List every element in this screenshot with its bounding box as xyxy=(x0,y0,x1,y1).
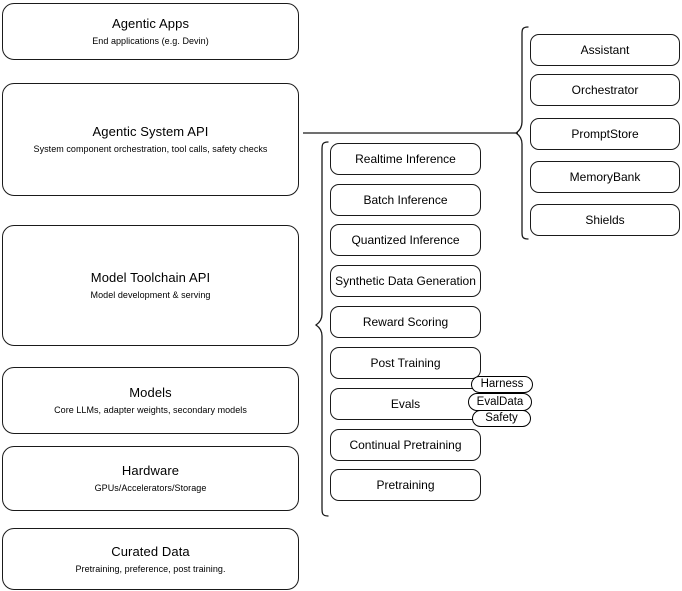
capability-label: Quantized Inference xyxy=(351,233,460,247)
stack-layer-model-toolchain-api[interactable]: Model Toolchain API Model development & … xyxy=(2,225,299,346)
eval-chip-harness[interactable]: Harness xyxy=(471,376,533,393)
system-component-promptstore[interactable]: PromptStore xyxy=(530,118,680,150)
eval-chip-label: Harness xyxy=(480,378,524,390)
layer-title: Agentic Apps xyxy=(111,16,190,31)
layer-subtitle: Core LLMs, adapter weights, secondary mo… xyxy=(54,405,247,415)
layer-title: Agentic System API xyxy=(92,124,209,139)
system-api-connector-line xyxy=(303,132,518,134)
system-component-memorybank[interactable]: MemoryBank xyxy=(530,161,680,193)
system-component-label: Shields xyxy=(585,213,625,227)
system-component-orchestrator[interactable]: Orchestrator xyxy=(530,74,680,106)
layer-title: Hardware xyxy=(121,463,180,478)
capability-evals[interactable]: Evals xyxy=(330,388,481,420)
capability-continual-pretraining[interactable]: Continual Pretraining xyxy=(330,429,481,461)
layer-title: Models xyxy=(129,385,172,400)
layer-title: Model Toolchain API xyxy=(90,270,211,285)
stack-layer-models[interactable]: Models Core LLMs, adapter weights, secon… xyxy=(2,367,299,434)
capability-label: Pretraining xyxy=(376,478,435,492)
layer-title: Curated Data xyxy=(111,543,190,559)
capability-post-training[interactable]: Post Training xyxy=(330,347,481,379)
capability-quantized-inference[interactable]: Quantized Inference xyxy=(330,224,481,256)
capability-synthetic-data-generation[interactable]: Synthetic Data Generation xyxy=(330,265,481,297)
eval-chip-evaldata[interactable]: EvalData xyxy=(468,393,532,411)
system-component-label: PromptStore xyxy=(571,127,639,141)
capability-label: Synthetic Data Generation xyxy=(335,274,476,288)
system-component-label: Assistant xyxy=(580,43,630,57)
layer-subtitle: End applications (e.g. Devin) xyxy=(92,36,209,46)
layer-subtitle: System component orchestration, tool cal… xyxy=(33,144,268,154)
capability-label: Batch Inference xyxy=(363,193,448,207)
capability-label: Realtime Inference xyxy=(355,152,456,166)
capability-pretraining[interactable]: Pretraining xyxy=(330,469,481,501)
capability-label: Post Training xyxy=(370,356,441,370)
system-component-assistant[interactable]: Assistant xyxy=(530,34,680,66)
capability-label: Continual Pretraining xyxy=(349,438,462,452)
system-component-label: MemoryBank xyxy=(569,170,641,184)
stack-layer-hardware[interactable]: Hardware GPUs/Accelerators/Storage xyxy=(2,446,299,511)
system-component-shields[interactable]: Shields xyxy=(530,204,680,236)
eval-chip-label: Safety xyxy=(485,412,518,424)
stack-layer-agentic-system-api[interactable]: Agentic System API System component orch… xyxy=(2,83,299,196)
stack-layer-agentic-apps[interactable]: Agentic Apps End applications (e.g. Devi… xyxy=(2,3,299,60)
layer-subtitle: GPUs/Accelerators/Storage xyxy=(94,483,207,493)
system-component-label: Orchestrator xyxy=(571,83,639,97)
layer-subtitle: Model development & serving xyxy=(90,290,211,300)
capability-reward-scoring[interactable]: Reward Scoring xyxy=(330,306,481,338)
capability-batch-inference[interactable]: Batch Inference xyxy=(330,184,481,216)
capability-label: Evals xyxy=(390,397,421,411)
eval-chip-safety[interactable]: Safety xyxy=(472,410,531,427)
stack-layer-curated-data[interactable]: Curated Data Pretraining, preference, po… xyxy=(2,528,299,590)
layer-subtitle: Pretraining, preference, post training. xyxy=(75,563,226,574)
eval-chip-label: EvalData xyxy=(476,395,524,408)
capability-realtime-inference[interactable]: Realtime Inference xyxy=(330,143,481,175)
capability-label: Reward Scoring xyxy=(362,315,449,329)
